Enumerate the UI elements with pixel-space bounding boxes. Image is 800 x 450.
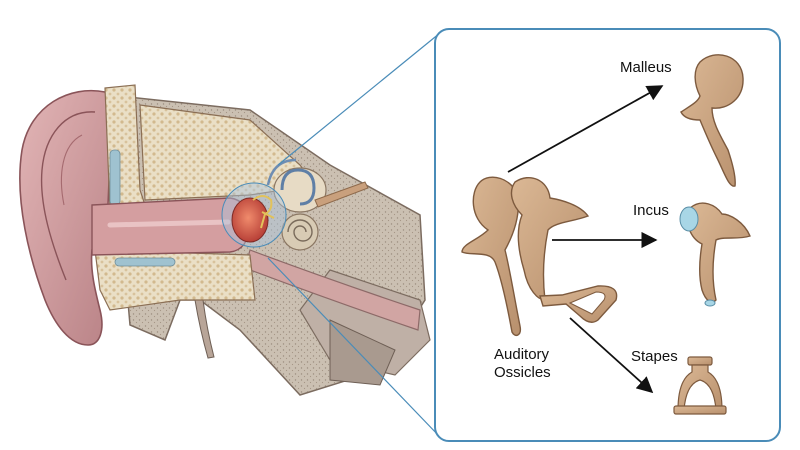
cartilage-strip — [114, 257, 176, 267]
auditory-ossicles-label-line1: Auditory — [494, 346, 550, 363]
ear-canal-shading — [107, 219, 231, 228]
semicircular-canals — [280, 168, 316, 206]
auricle-fold — [60, 134, 83, 206]
assembled-incus — [510, 177, 590, 301]
styloid-process — [194, 299, 215, 359]
malleus-bone — [680, 54, 744, 187]
ossicles-small — [252, 195, 275, 229]
zoom-line-top — [277, 32, 441, 166]
middle-ear-highlight — [221, 182, 287, 248]
arrow-to-stapes — [569, 317, 654, 394]
auditory-ossicles-label-line2: Ossicles — [494, 364, 551, 381]
incus-cartilage — [679, 206, 699, 232]
auditory-nerve — [314, 181, 369, 208]
malleus-label: Malleus — [620, 59, 672, 76]
zoom-line-bottom — [267, 257, 441, 438]
incus-label: Incus — [633, 202, 669, 219]
arrow-to-malleus — [507, 85, 664, 173]
ossicles-assembly — [461, 176, 618, 337]
inner-ear — [266, 158, 369, 251]
eustachian-tube — [244, 249, 421, 331]
auricle — [19, 89, 113, 346]
auricle-fold — [40, 111, 96, 281]
assembled-malleus — [461, 176, 522, 337]
stapes-bone — [673, 356, 727, 415]
zoom-panel-frame — [434, 28, 781, 442]
cartilage-strip — [109, 149, 121, 206]
auditory-ossicles-label: Auditory Ossicles — [494, 346, 551, 382]
incus-tip — [704, 299, 716, 307]
tissue-flap — [329, 319, 396, 386]
incus-bone — [686, 202, 751, 303]
ear-cross-section — [19, 84, 431, 396]
stapes-label: Stapes — [631, 348, 678, 365]
eardrum — [231, 197, 269, 243]
